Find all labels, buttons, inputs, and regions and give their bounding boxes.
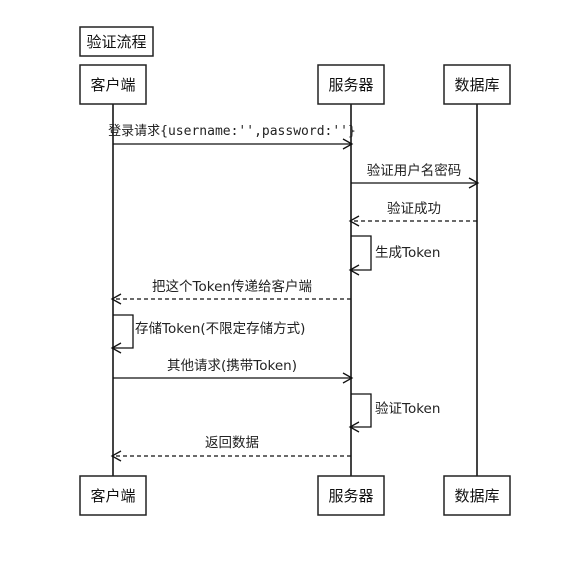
client-participant-top: 客户端: [79, 64, 147, 105]
message-return-data-label: 返回数据: [205, 435, 259, 451]
message-verify-token-label: 验证Token: [375, 401, 440, 417]
message-generate-token-label: 生成Token: [375, 245, 440, 261]
database-label-bottom: 数据库: [454, 487, 499, 505]
database-label: 数据库: [454, 76, 499, 94]
client-participant-bottom: 客户端: [79, 475, 147, 516]
message-send-token-label: 把这个Token传递给客户端: [152, 278, 312, 295]
client-label: 客户端: [90, 76, 135, 94]
message-verify-credentials-label: 验证用户名密码: [367, 162, 462, 179]
server-participant-bottom: 服务器: [317, 475, 385, 516]
diagram-title-text: 验证流程: [86, 33, 146, 51]
message-login: 登录请求{username:'',password:''}: [108, 124, 356, 150]
message-other-request: 其他请求(携带Token): [113, 358, 354, 384]
message-store-token-label: 存储Token(不限定存储方式): [135, 321, 305, 337]
database-participant-top: 数据库: [443, 64, 511, 105]
message-send-token: 把这个Token传递给客户端: [110, 278, 351, 305]
server-label: 服务器: [328, 76, 373, 94]
message-store-token: 存储Token(不限定存储方式): [110, 314, 305, 354]
message-verify-token: 验证Token: [348, 393, 440, 433]
message-verify-credentials: 验证用户名密码: [351, 162, 480, 189]
message-return-data: 返回数据: [110, 435, 351, 462]
message-login-label: 登录请求{username:'',password:''}: [108, 124, 356, 139]
diagram-title: 验证流程: [79, 26, 154, 57]
server-participant-top: 服务器: [317, 64, 385, 105]
message-generate-token: 生成Token: [348, 235, 440, 276]
message-verify-success-label: 验证成功: [387, 201, 441, 217]
server-label-bottom: 服务器: [328, 487, 373, 505]
message-verify-success: 验证成功: [348, 201, 477, 227]
message-other-request-label: 其他请求(携带Token): [167, 358, 297, 374]
client-label-bottom: 客户端: [90, 487, 135, 505]
database-participant-bottom: 数据库: [443, 475, 511, 516]
